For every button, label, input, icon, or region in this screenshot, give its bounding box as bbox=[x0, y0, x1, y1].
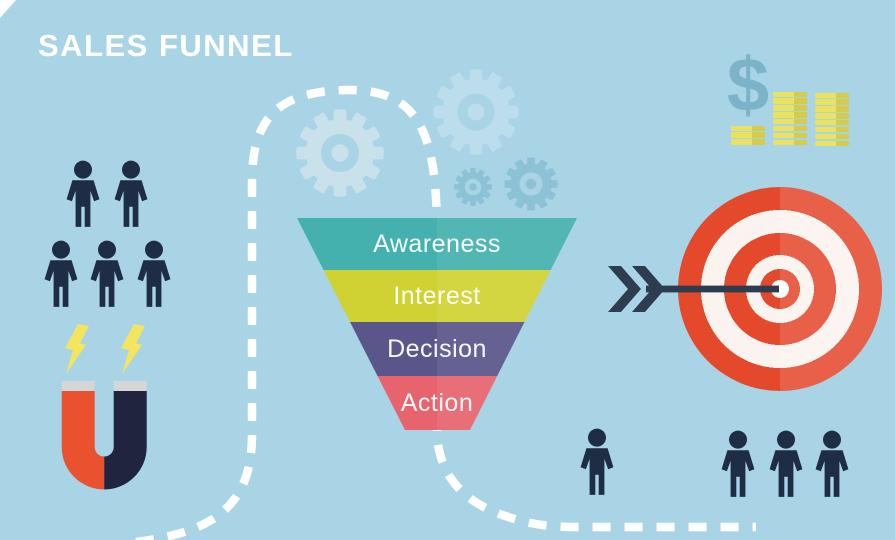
arrow-icon bbox=[608, 266, 779, 312]
stage-label: Awareness bbox=[373, 229, 501, 258]
person-icon bbox=[43, 240, 79, 308]
person-icon bbox=[814, 430, 850, 498]
person-icon bbox=[579, 428, 615, 496]
stage-highlight bbox=[437, 218, 577, 270]
coin-stack bbox=[731, 124, 765, 145]
page-title: SALES FUNNEL bbox=[38, 28, 294, 63]
magnet-icon bbox=[61, 381, 147, 490]
coin-stack bbox=[773, 90, 807, 146]
lightning-bolt-icon bbox=[121, 324, 145, 374]
funnel-stage-decision: Decision bbox=[350, 322, 525, 376]
funnel-stage-action: Action bbox=[377, 376, 498, 430]
stage-label: Action bbox=[400, 388, 474, 417]
person-icon bbox=[65, 160, 101, 228]
lightning-bolt-icon bbox=[65, 324, 89, 374]
corner-accent bbox=[0, 0, 16, 18]
person-icon bbox=[136, 240, 172, 308]
target-highlight bbox=[780, 187, 882, 391]
stage-label: Decision bbox=[387, 334, 487, 363]
funnel-stage-interest: Interest bbox=[323, 270, 551, 322]
person-icon bbox=[89, 240, 125, 308]
sales-funnel-diagram: Awareness Interest Decision Action bbox=[297, 218, 577, 430]
person-icon bbox=[113, 160, 149, 228]
dollar-sign-icon: $ bbox=[726, 43, 770, 128]
funnel-stage-awareness: Awareness bbox=[297, 218, 577, 270]
person-icon bbox=[768, 430, 804, 498]
person-icon bbox=[720, 430, 756, 498]
coin-stack bbox=[815, 91, 849, 147]
stage-label: Interest bbox=[393, 281, 481, 310]
